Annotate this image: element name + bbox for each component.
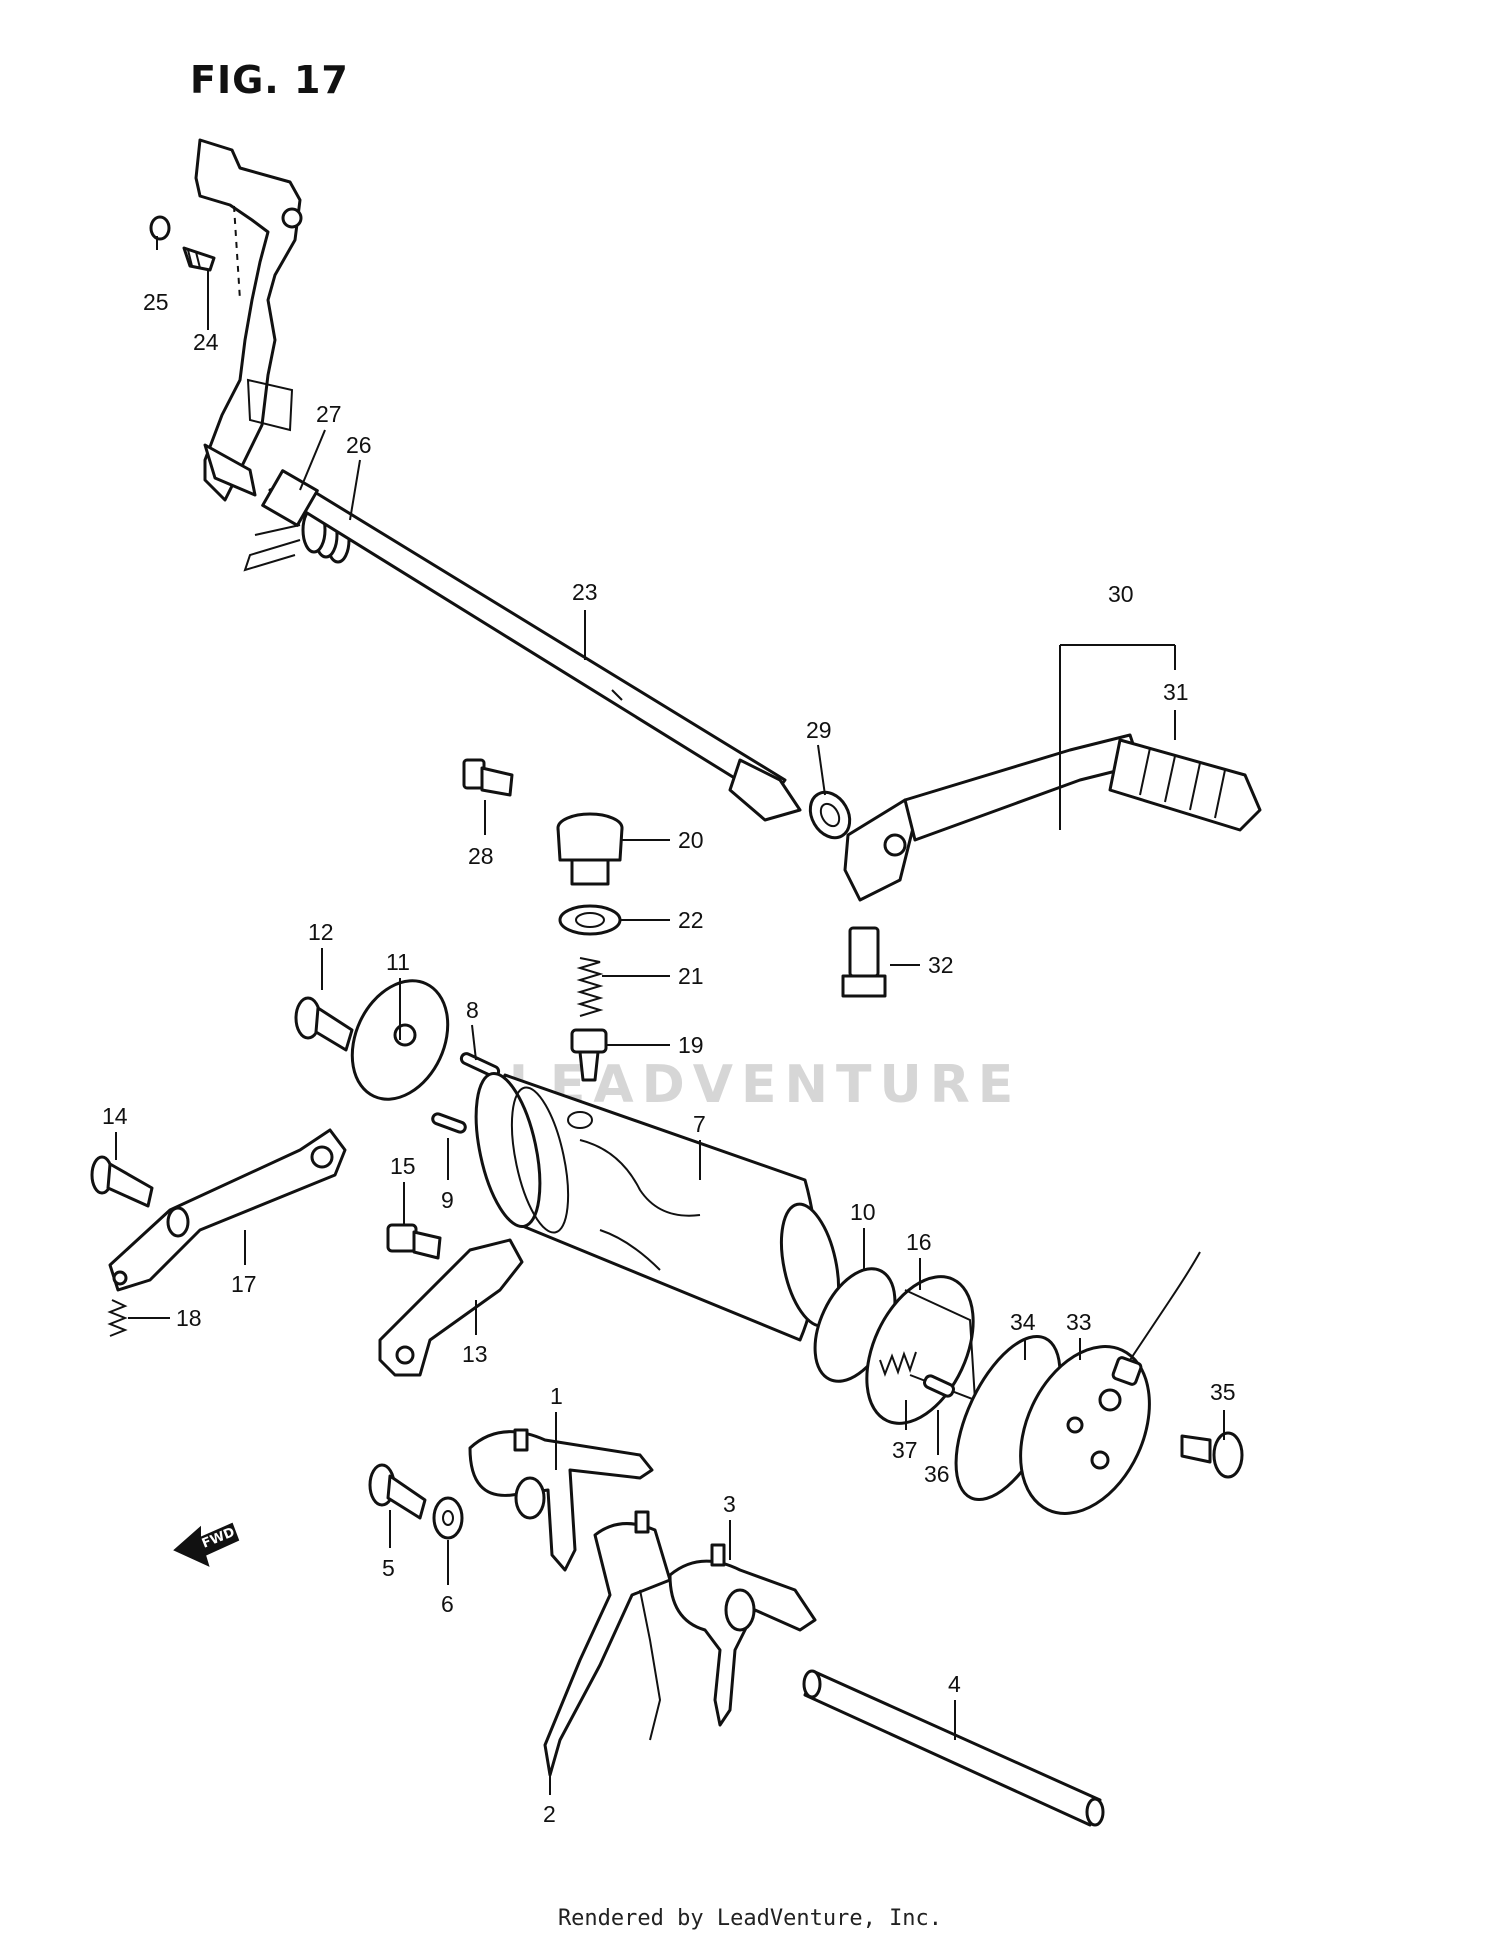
part-24-screw — [182, 246, 216, 272]
part-6-washer — [432, 1496, 464, 1540]
callout-30: 30 — [1108, 581, 1134, 607]
callout-29: 29 — [806, 717, 832, 743]
part-35-screw — [1180, 1431, 1244, 1479]
fwd-arrow-icon: FWD — [173, 1522, 240, 1567]
part-31-rubber-grip — [1108, 738, 1262, 832]
part-3-shift-fork — [668, 1543, 817, 1727]
callout-13: 13 — [462, 1341, 488, 1367]
callout-11: 11 — [386, 949, 410, 975]
figure-title: FIG. 17 — [190, 58, 349, 102]
callout-6: 6 — [441, 1591, 454, 1617]
part-20-plug — [556, 812, 624, 886]
callout-8: 8 — [466, 997, 479, 1023]
part-37-spring — [879, 1351, 917, 1377]
part-4-fork-shaft — [802, 1669, 1105, 1827]
callout-7: 7 — [693, 1111, 706, 1137]
part-17-stopper-arm — [108, 1128, 347, 1292]
part-19-stopper — [570, 1028, 608, 1082]
callout-15: 15 — [390, 1153, 416, 1179]
callout-labels: 25 24 27 26 23 29 30 31 28 20 22 21 19 3… — [102, 289, 1236, 1827]
callout-12: 12 — [308, 919, 334, 945]
part-28-bolt — [462, 758, 514, 797]
callout-9: 9 — [441, 1187, 454, 1213]
callout-20: 20 — [678, 827, 704, 853]
part-5-bolt — [368, 1463, 427, 1520]
part-1-shift-fork — [468, 1428, 654, 1572]
part-30-gear-shift-lever — [843, 733, 1142, 902]
callout-34: 34 — [1010, 1309, 1036, 1335]
callout-17: 17 — [231, 1271, 257, 1297]
callout-16: 16 — [906, 1229, 932, 1255]
part-14-bolt — [90, 1155, 154, 1208]
callout-5: 5 — [382, 1555, 395, 1581]
callout-26: 26 — [346, 432, 372, 458]
leader-lines — [115, 236, 1225, 1795]
part-36-pin — [923, 1374, 955, 1398]
part-22-gasket — [558, 904, 622, 936]
callout-28: 28 — [468, 843, 494, 869]
callout-31: 31 — [1163, 679, 1189, 705]
part-33-gear-position-switch — [1019, 1251, 1201, 1515]
callout-4: 4 — [948, 1671, 961, 1697]
callout-2: 2 — [543, 1801, 556, 1827]
part-25-clip — [149, 215, 171, 241]
footer-credit: Rendered by LeadVenture, Inc. — [557, 1906, 943, 1931]
callout-27: 27 — [316, 401, 342, 427]
part-29-oil-seal — [808, 790, 852, 840]
callout-32: 32 — [928, 952, 954, 978]
callout-14: 14 — [102, 1103, 128, 1129]
callout-1: 1 — [550, 1383, 563, 1409]
part-15-bolt — [386, 1223, 442, 1260]
callout-3: 3 — [723, 1491, 736, 1517]
part-12-bolt — [294, 996, 354, 1052]
part-23-shift-shaft — [261, 469, 802, 822]
callout-22: 22 — [678, 907, 704, 933]
callout-35: 35 — [1210, 1379, 1236, 1405]
callout-10: 10 — [850, 1199, 876, 1225]
callout-24: 24 — [193, 329, 219, 355]
part-21-spring — [576, 957, 604, 1017]
callout-25: 25 — [143, 289, 169, 315]
part-13-plate — [378, 1238, 524, 1377]
callout-23: 23 — [572, 579, 598, 605]
callout-36: 36 — [924, 1461, 950, 1487]
callout-18: 18 — [176, 1305, 202, 1331]
part-7-gearshift-cam — [474, 1071, 841, 1342]
part-9-pin — [431, 1112, 467, 1134]
part-32-bolt — [841, 926, 887, 998]
callout-37: 37 — [892, 1437, 918, 1463]
part-27-shift-arm — [194, 138, 303, 502]
callout-21: 21 — [678, 963, 704, 989]
part-18-spring — [107, 1299, 128, 1337]
callout-19: 19 — [678, 1032, 704, 1058]
part-2-shift-fork — [543, 1510, 672, 1777]
callout-33: 33 — [1066, 1309, 1092, 1335]
